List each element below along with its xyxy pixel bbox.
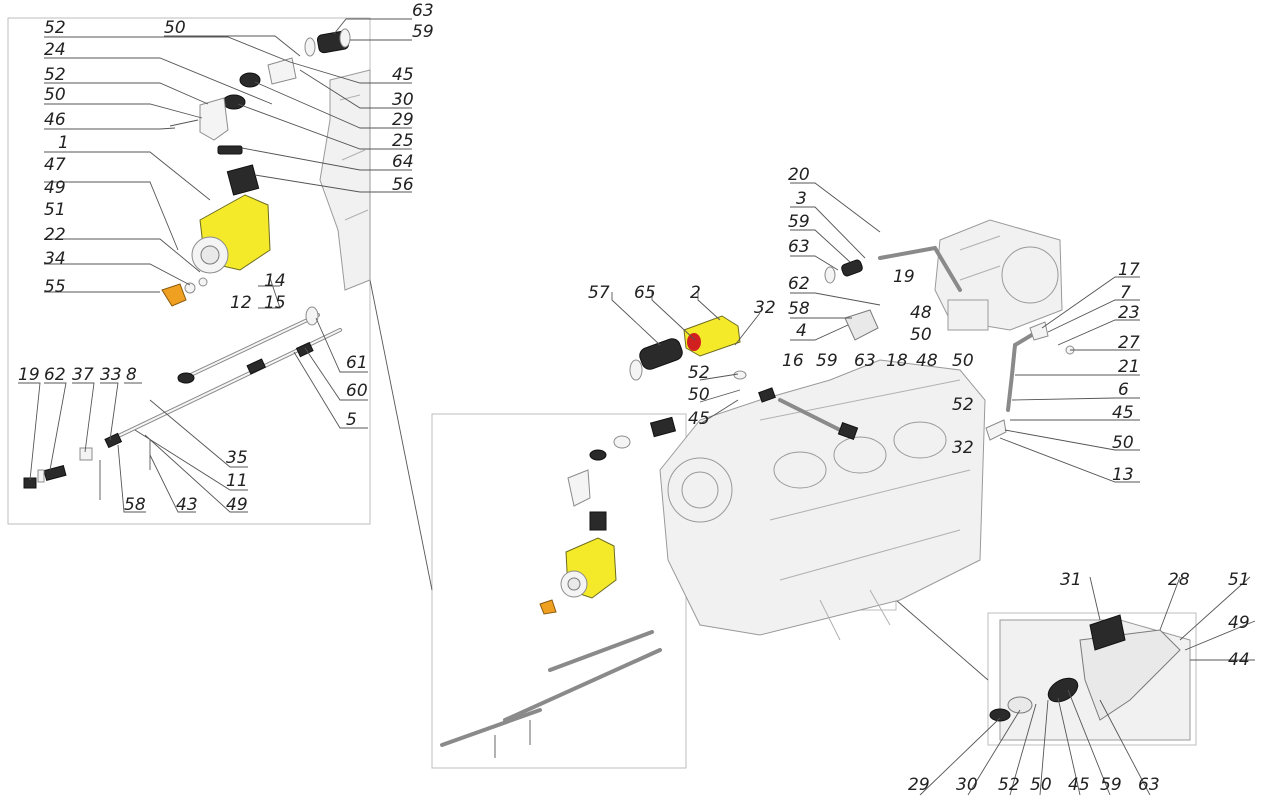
callout-50: 50 (952, 351, 974, 371)
callout-34: 34 (44, 249, 66, 269)
callout-51: 51 (1228, 570, 1250, 590)
callout-35: 35 (226, 448, 248, 468)
callout-7: 7 (1120, 283, 1131, 303)
callout-50: 50 (688, 385, 710, 405)
callout-16: 16 (782, 351, 804, 371)
callout-22: 22 (44, 225, 66, 245)
callout-50: 50 (1030, 775, 1052, 795)
callout-17: 17 (1118, 260, 1140, 280)
detail-frame-right (987, 612, 1197, 746)
callout-50: 50 (44, 85, 66, 105)
callout-48: 48 (910, 303, 932, 323)
callout-46: 46 (44, 110, 66, 130)
callout-44: 44 (1228, 650, 1250, 670)
callout-45: 45 (392, 65, 414, 85)
callout-21: 21 (1118, 357, 1140, 377)
callout-12: 12 (230, 293, 252, 313)
callout-31: 31 (1060, 570, 1082, 590)
left-detail-parts (23, 28, 351, 500)
callout-19: 19 (18, 365, 40, 385)
callout-58: 58 (788, 299, 810, 319)
callout-2: 2 (690, 283, 701, 303)
callout-59: 59 (1100, 775, 1122, 795)
upper-center-parts (629, 245, 1075, 441)
callout-60: 60 (346, 381, 368, 401)
callout-57: 57 (588, 283, 610, 303)
callout-50: 50 (1112, 433, 1134, 453)
manifold-detail (989, 614, 1191, 741)
callout-11: 11 (226, 471, 248, 491)
callout-30: 30 (392, 90, 414, 110)
callout-63: 63 (1138, 775, 1160, 795)
callout-5: 5 (346, 410, 357, 430)
callout-32: 32 (952, 438, 974, 458)
callout-15: 15 (264, 293, 286, 313)
callout-59: 59 (412, 22, 434, 42)
callout-33: 33 (100, 365, 122, 385)
callout-63: 63 (788, 237, 810, 257)
callout-49: 49 (1228, 613, 1250, 633)
callout-4: 4 (796, 321, 807, 341)
callout-45: 45 (688, 409, 710, 429)
callout-14: 14 (264, 271, 286, 291)
callout-61: 61 (346, 353, 368, 373)
callout-47: 47 (44, 155, 66, 175)
callout-52: 52 (44, 65, 66, 85)
center-detail-parts (440, 416, 677, 758)
callout-29: 29 (908, 775, 930, 795)
callout-13: 13 (1112, 465, 1134, 485)
callout-49: 49 (226, 495, 248, 515)
callout-27: 27 (1118, 333, 1140, 353)
callout-52: 52 (952, 395, 974, 415)
callout-48: 48 (916, 351, 938, 371)
callout-59: 59 (816, 351, 838, 371)
callout-64: 64 (392, 152, 414, 172)
callout-50: 50 (910, 325, 932, 345)
callout-32: 32 (754, 298, 776, 318)
timing-cover-outline (319, 69, 371, 291)
callout-56: 56 (392, 175, 414, 195)
callout-37: 37 (72, 365, 94, 385)
callout-50: 50 (164, 18, 186, 38)
callout-63: 63 (854, 351, 876, 371)
engine-block (659, 359, 986, 641)
callout-59: 59 (788, 212, 810, 232)
callout-51: 51 (44, 200, 66, 220)
turbocharger (934, 219, 1063, 331)
callout-28: 28 (1168, 570, 1190, 590)
callout-62: 62 (788, 274, 810, 294)
callout-55: 55 (44, 277, 66, 297)
callout-63: 63 (412, 1, 434, 21)
callout-24: 24 (44, 40, 66, 60)
detail-frame-center (431, 413, 687, 769)
callout-18: 18 (886, 351, 908, 371)
callout-25: 25 (392, 131, 414, 151)
callout-8: 8 (126, 365, 137, 385)
callout-65: 65 (634, 283, 656, 303)
callout-52: 52 (688, 363, 710, 383)
callout-6: 6 (1118, 380, 1129, 400)
leader-lines (18, 18, 1256, 796)
callout-45: 45 (1112, 403, 1134, 423)
callout-52: 52 (44, 18, 66, 38)
callout-20: 20 (788, 165, 810, 185)
callout-52: 52 (998, 775, 1020, 795)
callout-29: 29 (392, 110, 414, 130)
callout-49: 49 (44, 178, 66, 198)
callout-23: 23 (1118, 303, 1140, 323)
callout-1: 1 (58, 133, 69, 153)
callout-labels: 52 50 63 59 24 52 45 50 30 46 29 25 1 64… (18, 1, 1250, 795)
callout-3: 3 (796, 189, 807, 209)
callout-58: 58 (124, 495, 146, 515)
callout-30: 30 (956, 775, 978, 795)
callout-19: 19 (893, 267, 915, 287)
callout-45: 45 (1068, 775, 1090, 795)
callout-62: 62 (44, 365, 66, 385)
callout-43: 43 (176, 495, 198, 515)
